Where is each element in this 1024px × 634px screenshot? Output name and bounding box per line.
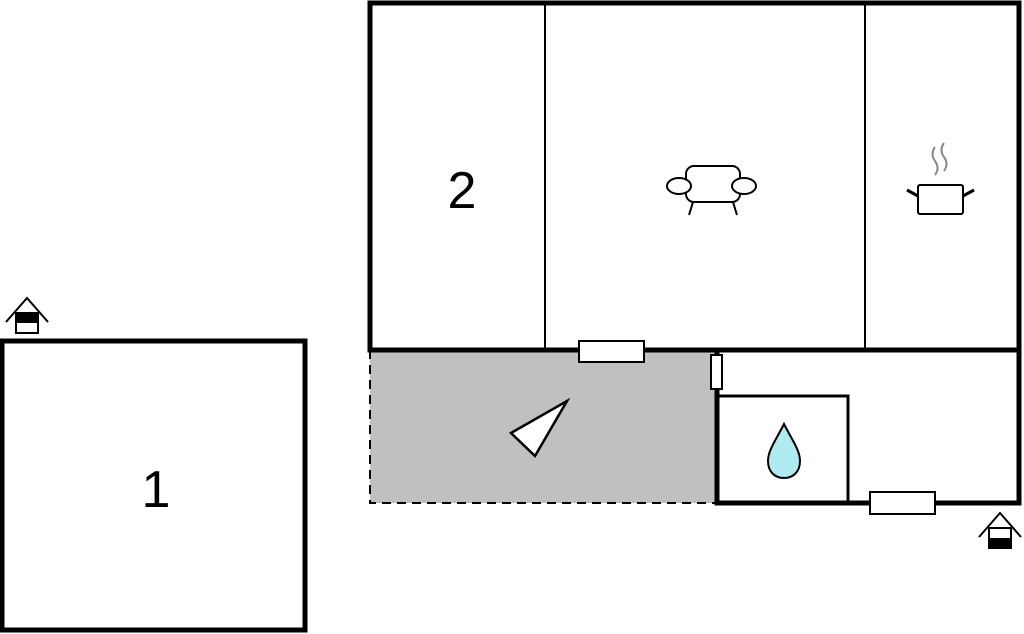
door-entrance	[869, 491, 936, 515]
main-house	[367, 0, 1022, 515]
water-drop-icon	[766, 421, 802, 480]
cooking-pot-icon	[906, 142, 975, 215]
sun-umbrella-icon	[508, 397, 571, 459]
bathroom	[715, 394, 850, 505]
room-label-building-1: 1	[142, 461, 171, 519]
door-terrace	[578, 340, 645, 363]
sofa-icon	[666, 165, 757, 216]
house-entrance-icon	[978, 511, 1022, 549]
building-1: 1	[0, 338, 308, 633]
room-label-bedroom: 2	[448, 162, 477, 220]
terrace	[369, 350, 717, 504]
door-side	[710, 354, 723, 390]
house-entrance-icon	[5, 296, 49, 334]
